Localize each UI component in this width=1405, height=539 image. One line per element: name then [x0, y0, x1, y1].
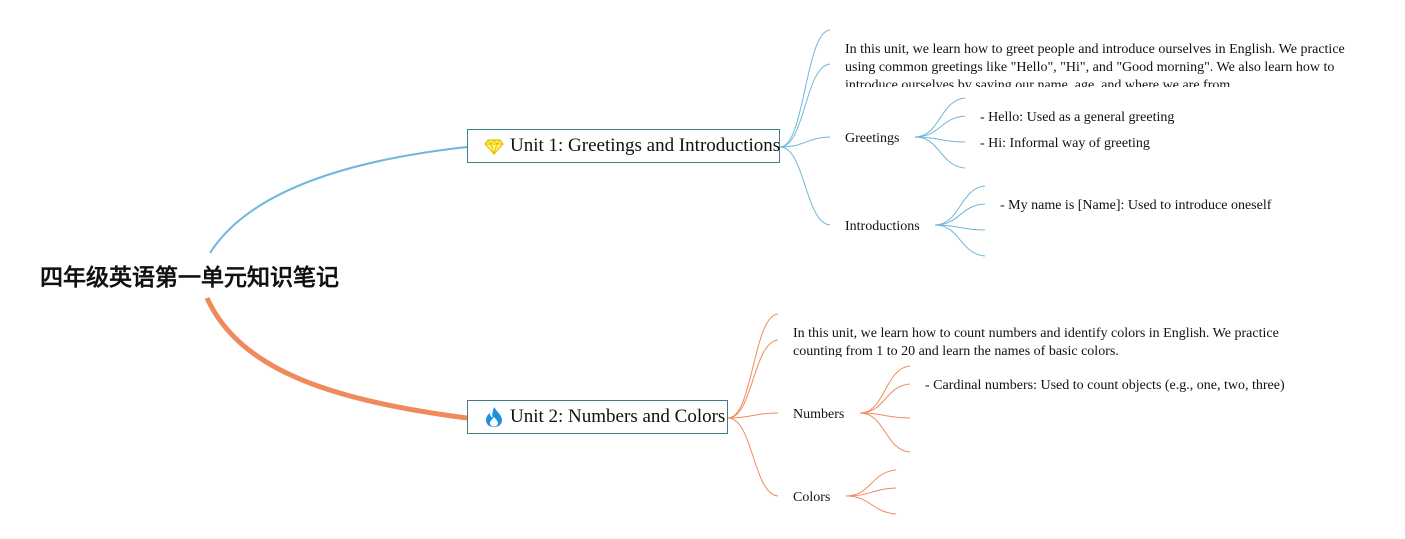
- topic-colors[interactable]: Colors: [793, 490, 831, 505]
- topic-greetings[interactable]: Greetings: [845, 131, 900, 146]
- greetings-item[interactable]: - Hello: Used as a general greeting: [980, 110, 1175, 125]
- unit1-child-branches: [779, 29, 986, 257]
- topic-numbers[interactable]: Numbers: [793, 407, 845, 422]
- root-to-unit2-branch: [204, 296, 468, 421]
- introductions-item[interactable]: - My name is [Name]: Used to introduce o…: [1000, 198, 1272, 213]
- diamond-icon: [484, 135, 504, 157]
- unit1-summary[interactable]: In this unit, we learn how to greet peop…: [845, 42, 1345, 87]
- fire-icon: [484, 406, 504, 428]
- root-to-unit1-branch: [209, 146, 468, 254]
- root-title[interactable]: 四年级英语第一单元知识笔记: [40, 265, 339, 291]
- unit2-node[interactable]: Unit 2: Numbers and Colors: [467, 400, 728, 434]
- numbers-item[interactable]: - Cardinal numbers: Used to count object…: [925, 378, 1285, 393]
- topic-introductions[interactable]: Introductions: [845, 219, 920, 234]
- unit2-summary[interactable]: In this unit, we learn how to count numb…: [793, 326, 1279, 357]
- unit2-child-branches: [727, 313, 911, 515]
- unit1-node[interactable]: Unit 1: Greetings and Introductions: [467, 129, 780, 163]
- greetings-item[interactable]: - Hi: Informal way of greeting: [980, 136, 1150, 151]
- unit1-title: Unit 1: Greetings and Introductions: [510, 135, 781, 156]
- unit2-title: Unit 2: Numbers and Colors: [510, 406, 726, 427]
